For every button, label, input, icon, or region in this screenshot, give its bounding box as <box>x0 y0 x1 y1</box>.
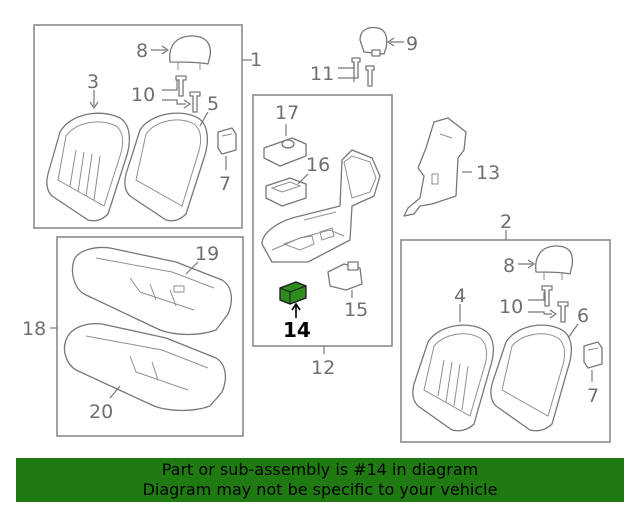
leader-10b <box>528 292 558 319</box>
callout-19: 19 <box>195 243 219 265</box>
callout-3: 3 <box>87 71 99 93</box>
seatback-frame-part <box>46 112 131 222</box>
side-cover-part <box>217 127 237 155</box>
cushion-cover-part-19 <box>71 246 233 336</box>
banner-line-1: Part or sub-assembly is #14 in diagram <box>161 460 479 479</box>
tray-part-16 <box>265 177 307 207</box>
leader-11 <box>338 62 355 82</box>
rear-side-cover-part-7b <box>583 341 603 369</box>
banner-line-2: Diagram may not be specific to your vehi… <box>142 480 498 499</box>
callout-14: 14 <box>283 318 311 342</box>
rear-headrest-part <box>359 26 388 57</box>
callout-16: 16 <box>306 154 330 176</box>
callout-2: 2 <box>500 211 512 233</box>
leader-8a <box>151 45 170 55</box>
leader-19 <box>185 261 199 275</box>
callout-11: 11 <box>310 63 334 85</box>
callout-8b: 8 <box>503 255 515 277</box>
connector-part-15 <box>327 261 363 291</box>
leader-6 <box>567 323 579 339</box>
leader-20 <box>109 385 121 399</box>
rear-guide-pins-part <box>351 57 375 87</box>
group-box-console <box>252 94 393 347</box>
leader-16 <box>297 173 309 185</box>
group-box-front-left-seatback <box>33 24 243 229</box>
guide-pins-part <box>175 75 201 113</box>
leader-14 <box>291 302 301 318</box>
rear-headrest-part-8b <box>535 245 574 280</box>
leader-10a <box>162 80 192 109</box>
callout-17: 17 <box>275 102 299 124</box>
info-banner: Part or sub-assembly is #14 in diagram D… <box>16 458 624 502</box>
leader-9 <box>386 37 404 47</box>
rear-guide-pins-part-10b <box>541 285 569 323</box>
leader-8b <box>518 259 536 269</box>
rear-seatback-cover-part-6 <box>490 324 573 432</box>
callout-15: 15 <box>344 299 368 321</box>
callout-9: 9 <box>406 33 418 55</box>
leader-5 <box>199 111 209 127</box>
rear-seatback-frame-part-4 <box>412 324 495 432</box>
callout-8a: 8 <box>136 40 148 62</box>
callout-10b: 10 <box>499 296 523 318</box>
callout-10a: 10 <box>131 84 155 106</box>
callout-12: 12 <box>311 357 335 379</box>
callout-7b: 7 <box>587 385 599 407</box>
group-box-seat-cushion <box>56 236 244 437</box>
parts-diagram: 1 2 3 4 5 6 7 7 8 8 9 10 10 11 12 13 14 … <box>22 24 611 443</box>
callout-4: 4 <box>454 285 466 307</box>
leader-3 <box>89 90 99 110</box>
highlighted-part-14 <box>279 281 307 305</box>
seatback-cover-part <box>124 112 209 222</box>
callout-5: 5 <box>207 93 219 115</box>
headrest-part <box>169 35 212 70</box>
callout-6: 6 <box>577 305 589 327</box>
callout-7a: 7 <box>219 173 231 195</box>
armrest-console-part <box>261 149 381 263</box>
callout-20: 20 <box>89 401 113 423</box>
callout-13: 13 <box>476 162 500 184</box>
callout-1: 1 <box>250 49 262 71</box>
cushion-frame-part-20 <box>63 322 227 412</box>
back-panel-bracket-part <box>403 117 467 217</box>
callout-18: 18 <box>22 318 46 340</box>
switch-part-17 <box>263 137 307 167</box>
